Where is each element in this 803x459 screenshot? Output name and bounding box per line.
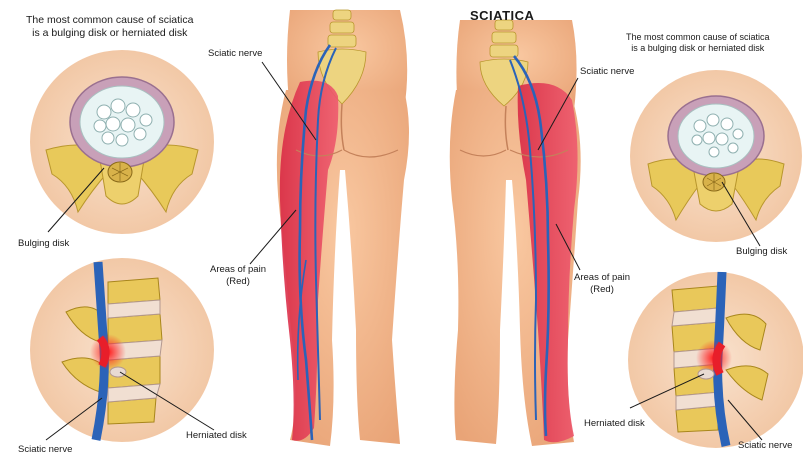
right-herniated-disk-label: Herniated disk xyxy=(584,418,645,430)
right-sciatic-nerve-label: Sciatic nerve xyxy=(738,440,792,452)
center-right-areas-line1: Areas of pain xyxy=(574,272,630,284)
center-left-areas-line1: Areas of pain xyxy=(210,264,266,276)
left-caption-line2: is a bulging disk or herniated disk xyxy=(26,27,193,40)
center-left-areas-line2: (Red) xyxy=(210,276,266,288)
left-bulging-disk-illustration xyxy=(30,50,214,234)
right-bulging-disk-illustration xyxy=(630,70,802,242)
center-right-areas-of-pain-label: Areas of pain (Red) xyxy=(574,272,630,296)
right-caption-line2: is a bulging disk or herniated disk xyxy=(626,43,770,54)
center-left-areas-of-pain-label: Areas of pain (Red) xyxy=(210,264,266,288)
left-caption-line1: The most common cause of sciatica xyxy=(26,14,193,27)
right-caption-line1: The most common cause of sciatica xyxy=(626,32,770,43)
right-bulging-disk-label: Bulging disk xyxy=(736,246,787,258)
left-herniated-disk-illustration xyxy=(30,258,214,442)
page-title: SCIATICA xyxy=(470,8,534,23)
right-caption: The most common cause of sciatica is a b… xyxy=(626,32,770,54)
left-bulging-disk-label: Bulging disk xyxy=(18,238,69,250)
left-caption: The most common cause of sciatica is a b… xyxy=(26,14,193,40)
left-sciatic-nerve-label: Sciatic nerve xyxy=(18,444,72,456)
left-body-back-view xyxy=(277,10,409,446)
center-right-areas-line2: (Red) xyxy=(574,284,630,296)
right-herniated-disk-illustration xyxy=(628,272,803,448)
left-herniated-disk-label: Herniated disk xyxy=(186,430,247,442)
center-right-sciatic-nerve-label: Sciatic nerve xyxy=(580,66,634,78)
center-left-sciatic-nerve-label: Sciatic nerve xyxy=(208,48,262,60)
